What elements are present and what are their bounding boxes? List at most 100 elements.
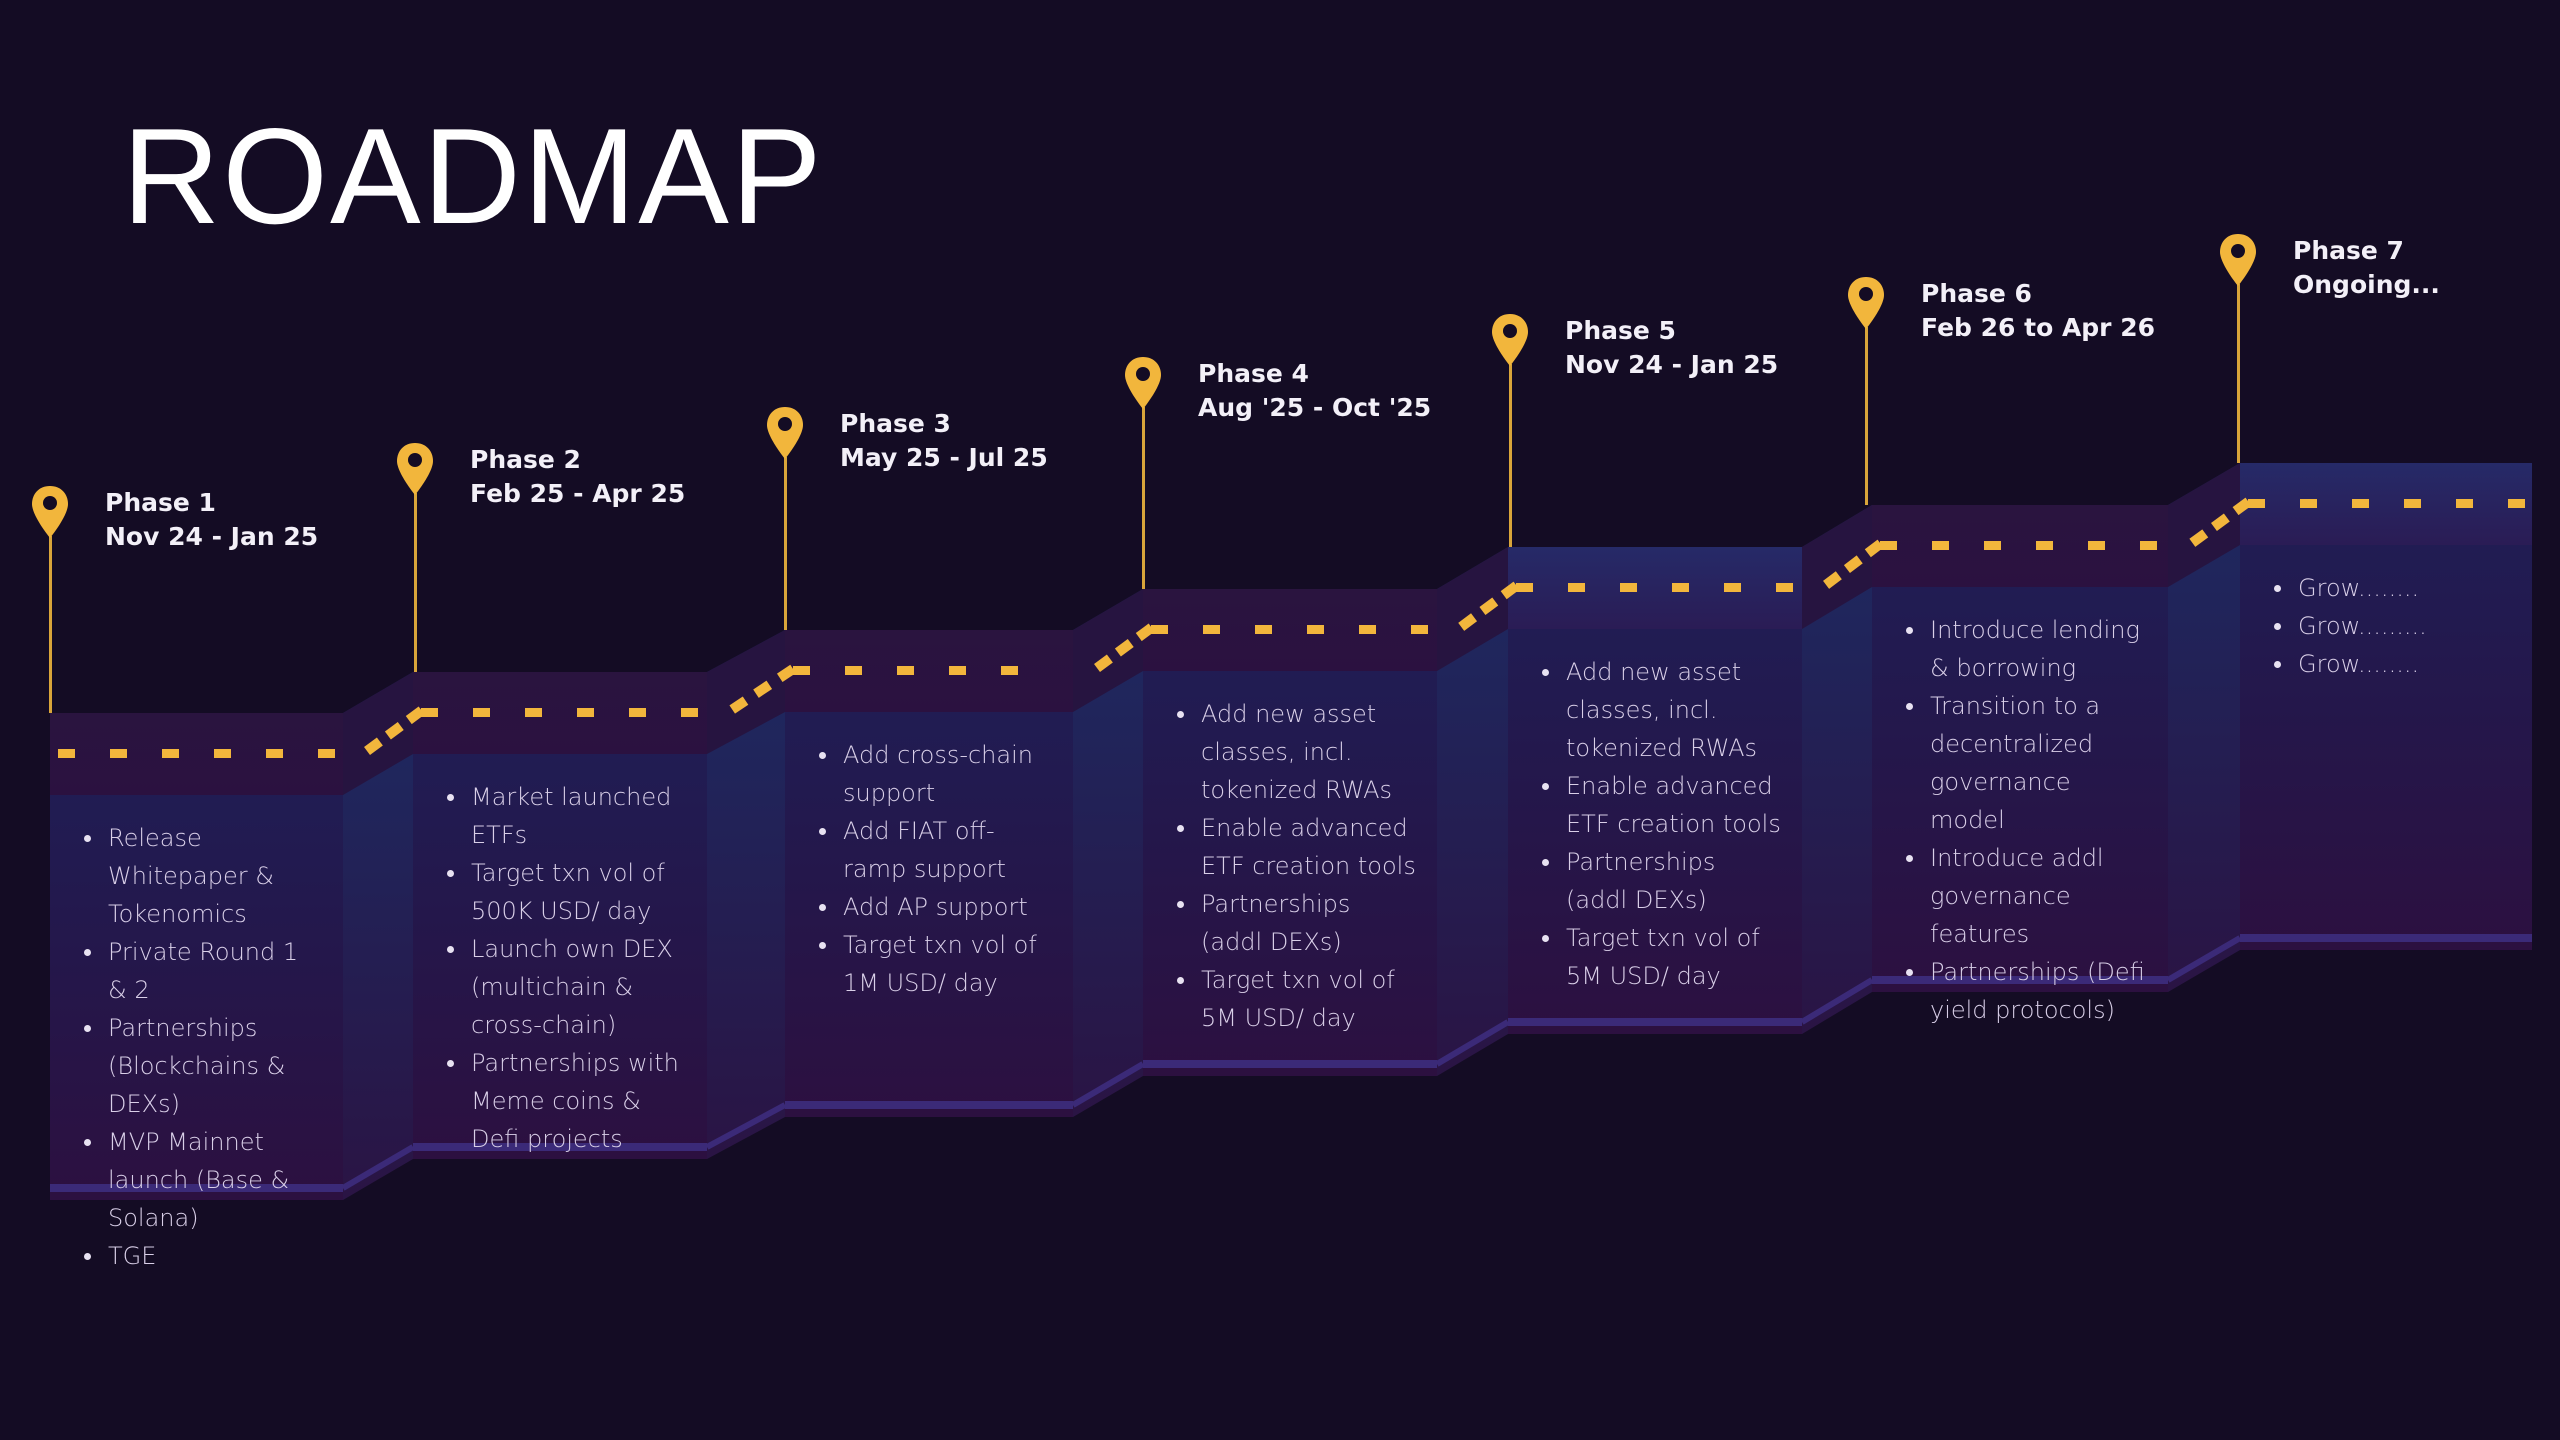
milestone-item: Target txn vol of 5M USD/ day bbox=[1542, 919, 1782, 995]
phase-name: Phase 5 bbox=[1565, 316, 1676, 345]
phase-name: Phase 2 bbox=[470, 445, 581, 474]
road-dash bbox=[1672, 583, 1689, 592]
road-band bbox=[1872, 505, 2168, 587]
phase-header: Phase 7 Ongoing... bbox=[2293, 234, 2440, 302]
road-dash bbox=[1203, 625, 1220, 634]
connector-band bbox=[1437, 547, 1508, 671]
road-dash bbox=[2232, 497, 2252, 516]
milestone-item: Partnerships (addl DEXs) bbox=[1542, 843, 1782, 919]
road-dash bbox=[949, 666, 966, 675]
road-dash bbox=[2140, 541, 2157, 550]
road-dash bbox=[2352, 499, 2369, 508]
phase-name: Phase 6 bbox=[1921, 279, 2032, 308]
road-dash bbox=[1500, 581, 1520, 600]
connector-rail bbox=[2166, 935, 2242, 983]
road-dash bbox=[729, 696, 749, 714]
road-band bbox=[2240, 463, 2532, 545]
map-pin-icon bbox=[395, 441, 435, 497]
road-dash bbox=[1516, 583, 1533, 592]
milestone-item: Introduce addl governance features bbox=[1906, 839, 2148, 953]
block-rail bbox=[1143, 1060, 1437, 1068]
road-dash bbox=[1776, 583, 1793, 592]
connector-band bbox=[2168, 463, 2240, 587]
milestone-item: Release Whitepaper & Tokenomics bbox=[84, 819, 323, 933]
road-dash bbox=[1864, 539, 1884, 558]
phase-name: Phase 7 bbox=[2293, 236, 2404, 265]
road-dash bbox=[577, 708, 594, 717]
milestone-list: Add new asset classes, incl. tokenized R… bbox=[1538, 653, 1782, 995]
milestone-item: Grow......... bbox=[2274, 607, 2512, 645]
road-dash bbox=[1094, 654, 1113, 673]
phase-header: Phase 2 Feb 25 - Apr 25 bbox=[470, 443, 685, 511]
road-dash bbox=[1359, 625, 1376, 634]
road-dash bbox=[681, 708, 698, 717]
connector-band bbox=[707, 630, 785, 754]
road-band bbox=[785, 630, 1073, 712]
road-dash bbox=[2248, 499, 2265, 508]
road-dash bbox=[1001, 666, 1018, 675]
milestone-list: Add new asset classes, incl. tokenized R… bbox=[1173, 695, 1417, 1037]
phase-dates: Nov 24 - Jan 25 bbox=[105, 522, 319, 551]
road-dash bbox=[2508, 499, 2525, 508]
road-dash bbox=[1135, 623, 1155, 642]
road-band bbox=[1143, 589, 1437, 671]
road-dash bbox=[110, 749, 127, 758]
map-pin-icon bbox=[2218, 232, 2258, 288]
road-dash bbox=[2456, 499, 2473, 508]
road-dash bbox=[629, 708, 646, 717]
connector-rail bbox=[705, 1102, 787, 1150]
road-dash bbox=[318, 749, 335, 758]
milestone-item: Add cross-chain support bbox=[819, 736, 1053, 812]
phase-dates: May 25 - Jul 25 bbox=[840, 443, 1048, 472]
milestone-item: Add new asset classes, incl. tokenized R… bbox=[1542, 653, 1782, 767]
block-rail bbox=[2240, 934, 2532, 942]
block-rail bbox=[50, 1184, 343, 1192]
pin-stem bbox=[1142, 407, 1145, 589]
road-dash bbox=[2088, 541, 2105, 550]
road-dash bbox=[776, 664, 796, 682]
milestone-item: Partnerships (addl DEXs) bbox=[1177, 885, 1417, 961]
pin-stem bbox=[1509, 364, 1512, 547]
milestone-item: Market launched ETFs bbox=[447, 778, 687, 854]
road-dash bbox=[2300, 499, 2317, 508]
pin-stem bbox=[49, 536, 52, 713]
phase-name: Phase 1 bbox=[105, 488, 216, 517]
block-rail bbox=[1508, 1018, 1802, 1026]
road-band bbox=[50, 713, 343, 795]
road-dash bbox=[2036, 541, 2053, 550]
road-dash bbox=[1843, 555, 1863, 574]
road-dash bbox=[405, 706, 425, 725]
map-pin-icon bbox=[1490, 312, 1530, 368]
road-dash bbox=[1880, 541, 1897, 550]
connector-panel bbox=[343, 672, 413, 1200]
road-dash bbox=[1114, 638, 1134, 657]
phase-dates: Ongoing... bbox=[2293, 270, 2440, 299]
phase-dates: Feb 25 - Apr 25 bbox=[470, 479, 686, 508]
road-dash bbox=[1568, 583, 1585, 592]
milestone-item: Target txn vol of 500K USD/ day bbox=[447, 854, 687, 930]
road-dash bbox=[473, 708, 490, 717]
connector-panel bbox=[707, 630, 785, 1159]
connector-rail bbox=[1435, 1019, 1510, 1067]
connector-panel bbox=[1437, 547, 1508, 1076]
phase-name: Phase 4 bbox=[1198, 359, 1309, 388]
road-dash bbox=[162, 749, 179, 758]
milestone-item: Add AP support bbox=[819, 888, 1053, 926]
connector-band bbox=[1073, 589, 1143, 712]
milestone-item: Target txn vol of 1M USD/ day bbox=[819, 926, 1053, 1002]
phase-name: Phase 3 bbox=[840, 409, 951, 438]
road-dash bbox=[1411, 625, 1428, 634]
road-dash bbox=[1255, 625, 1272, 634]
milestone-item: Target txn vol of 5M USD/ day bbox=[1177, 961, 1417, 1037]
road-dash bbox=[753, 680, 773, 698]
road-band bbox=[413, 672, 707, 754]
road-dash bbox=[793, 666, 810, 675]
